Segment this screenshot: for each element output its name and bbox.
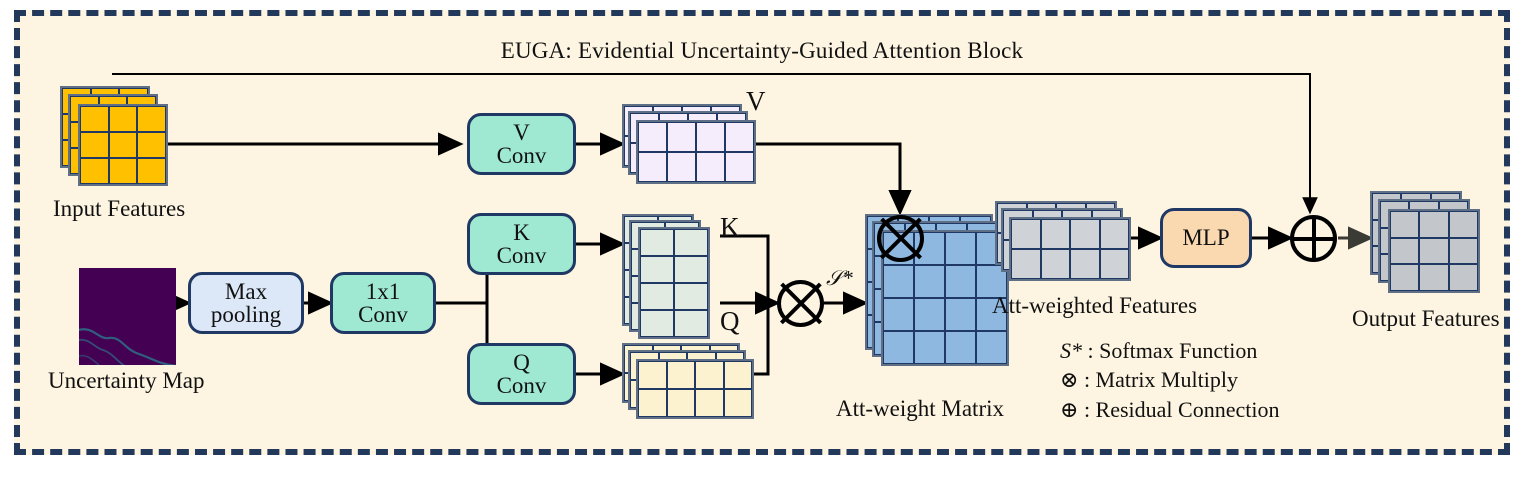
att-weighted-features-tensor (995, 201, 1140, 291)
legend-matmul-text: : Matrix Multiply (1083, 367, 1238, 393)
k-conv-box[interactable]: K Conv (467, 213, 576, 275)
v-tensor (622, 104, 762, 194)
k-tensor (622, 214, 738, 346)
matrix-multiply-kq-icon (777, 280, 824, 327)
att-weighted-features-label: Att-weighted Features (992, 293, 1198, 318)
mlp-box[interactable]: MLP (1160, 208, 1252, 268)
legend-softmax-text: : Softmax Function (1087, 338, 1258, 363)
legend-item-matmul: ⊗ : Matrix Multiply (1060, 365, 1279, 394)
legend-softmax-symbol: S* (1060, 338, 1082, 363)
legend-item-residual: ⊕ : Residual Connection (1060, 395, 1279, 424)
q-conv-label-line1: Q (513, 349, 530, 375)
conv-1x1-box[interactable]: 1x1 Conv (330, 272, 436, 334)
softmax-operator-label: 𝒮* (826, 266, 853, 290)
mlp-label: MLP (1182, 225, 1230, 251)
legend-residual-symbol: ⊕ (1060, 396, 1079, 422)
max-pooling-box[interactable]: Max pooling (188, 272, 304, 334)
att-weight-matrix-label: Att-weight Matrix (836, 396, 1004, 421)
q-conv-label-line2: Conv (496, 373, 547, 398)
v-conv-label-line2: Conv (496, 143, 547, 168)
q-tensor-tag: Q (720, 306, 740, 336)
input-features-tensor (60, 86, 180, 194)
uncertainty-map-contours (79, 328, 176, 365)
uncertainty-map-label: Uncertainty Map (48, 368, 205, 393)
max-pooling-label-line1: Max (224, 278, 268, 304)
matrix-multiply-av-icon (877, 215, 924, 262)
output-features-label: Output Features (1352, 306, 1500, 331)
q-tensor (622, 343, 762, 429)
v-conv-box[interactable]: V Conv (467, 113, 576, 175)
connector-wires (112, 73, 1374, 386)
conv-1x1-label-line1: 1x1 (365, 278, 401, 304)
k-conv-label-line2: Conv (496, 243, 547, 268)
uncertainty-map-image (79, 268, 176, 365)
residual-add-icon (1290, 215, 1337, 262)
euga-block-container: EUGA: Evidential Uncertainty-Guided Atte… (14, 10, 1510, 455)
k-tensor-tag: K (720, 212, 740, 242)
v-conv-label-line1: V (513, 119, 530, 145)
k-conv-label-line1: K (513, 219, 530, 245)
q-conv-box[interactable]: Q Conv (467, 343, 576, 405)
page-title: EUGA: Evidential Uncertainty-Guided Atte… (500, 38, 1024, 63)
conv-1x1-label-line2: Conv (358, 302, 408, 327)
legend: S* : Softmax Function ⊗ : Matrix Multipl… (1060, 336, 1279, 424)
legend-item-softmax: S* : Softmax Function (1060, 336, 1279, 365)
input-features-label: Input Features (53, 196, 186, 221)
output-features-tensor (1370, 191, 1495, 303)
legend-residual-text: : Residual Connection (1083, 396, 1280, 422)
legend-matmul-symbol: ⊗ (1060, 367, 1079, 393)
max-pooling-label-line2: pooling (210, 302, 282, 327)
v-tensor-tag: V (746, 86, 766, 116)
